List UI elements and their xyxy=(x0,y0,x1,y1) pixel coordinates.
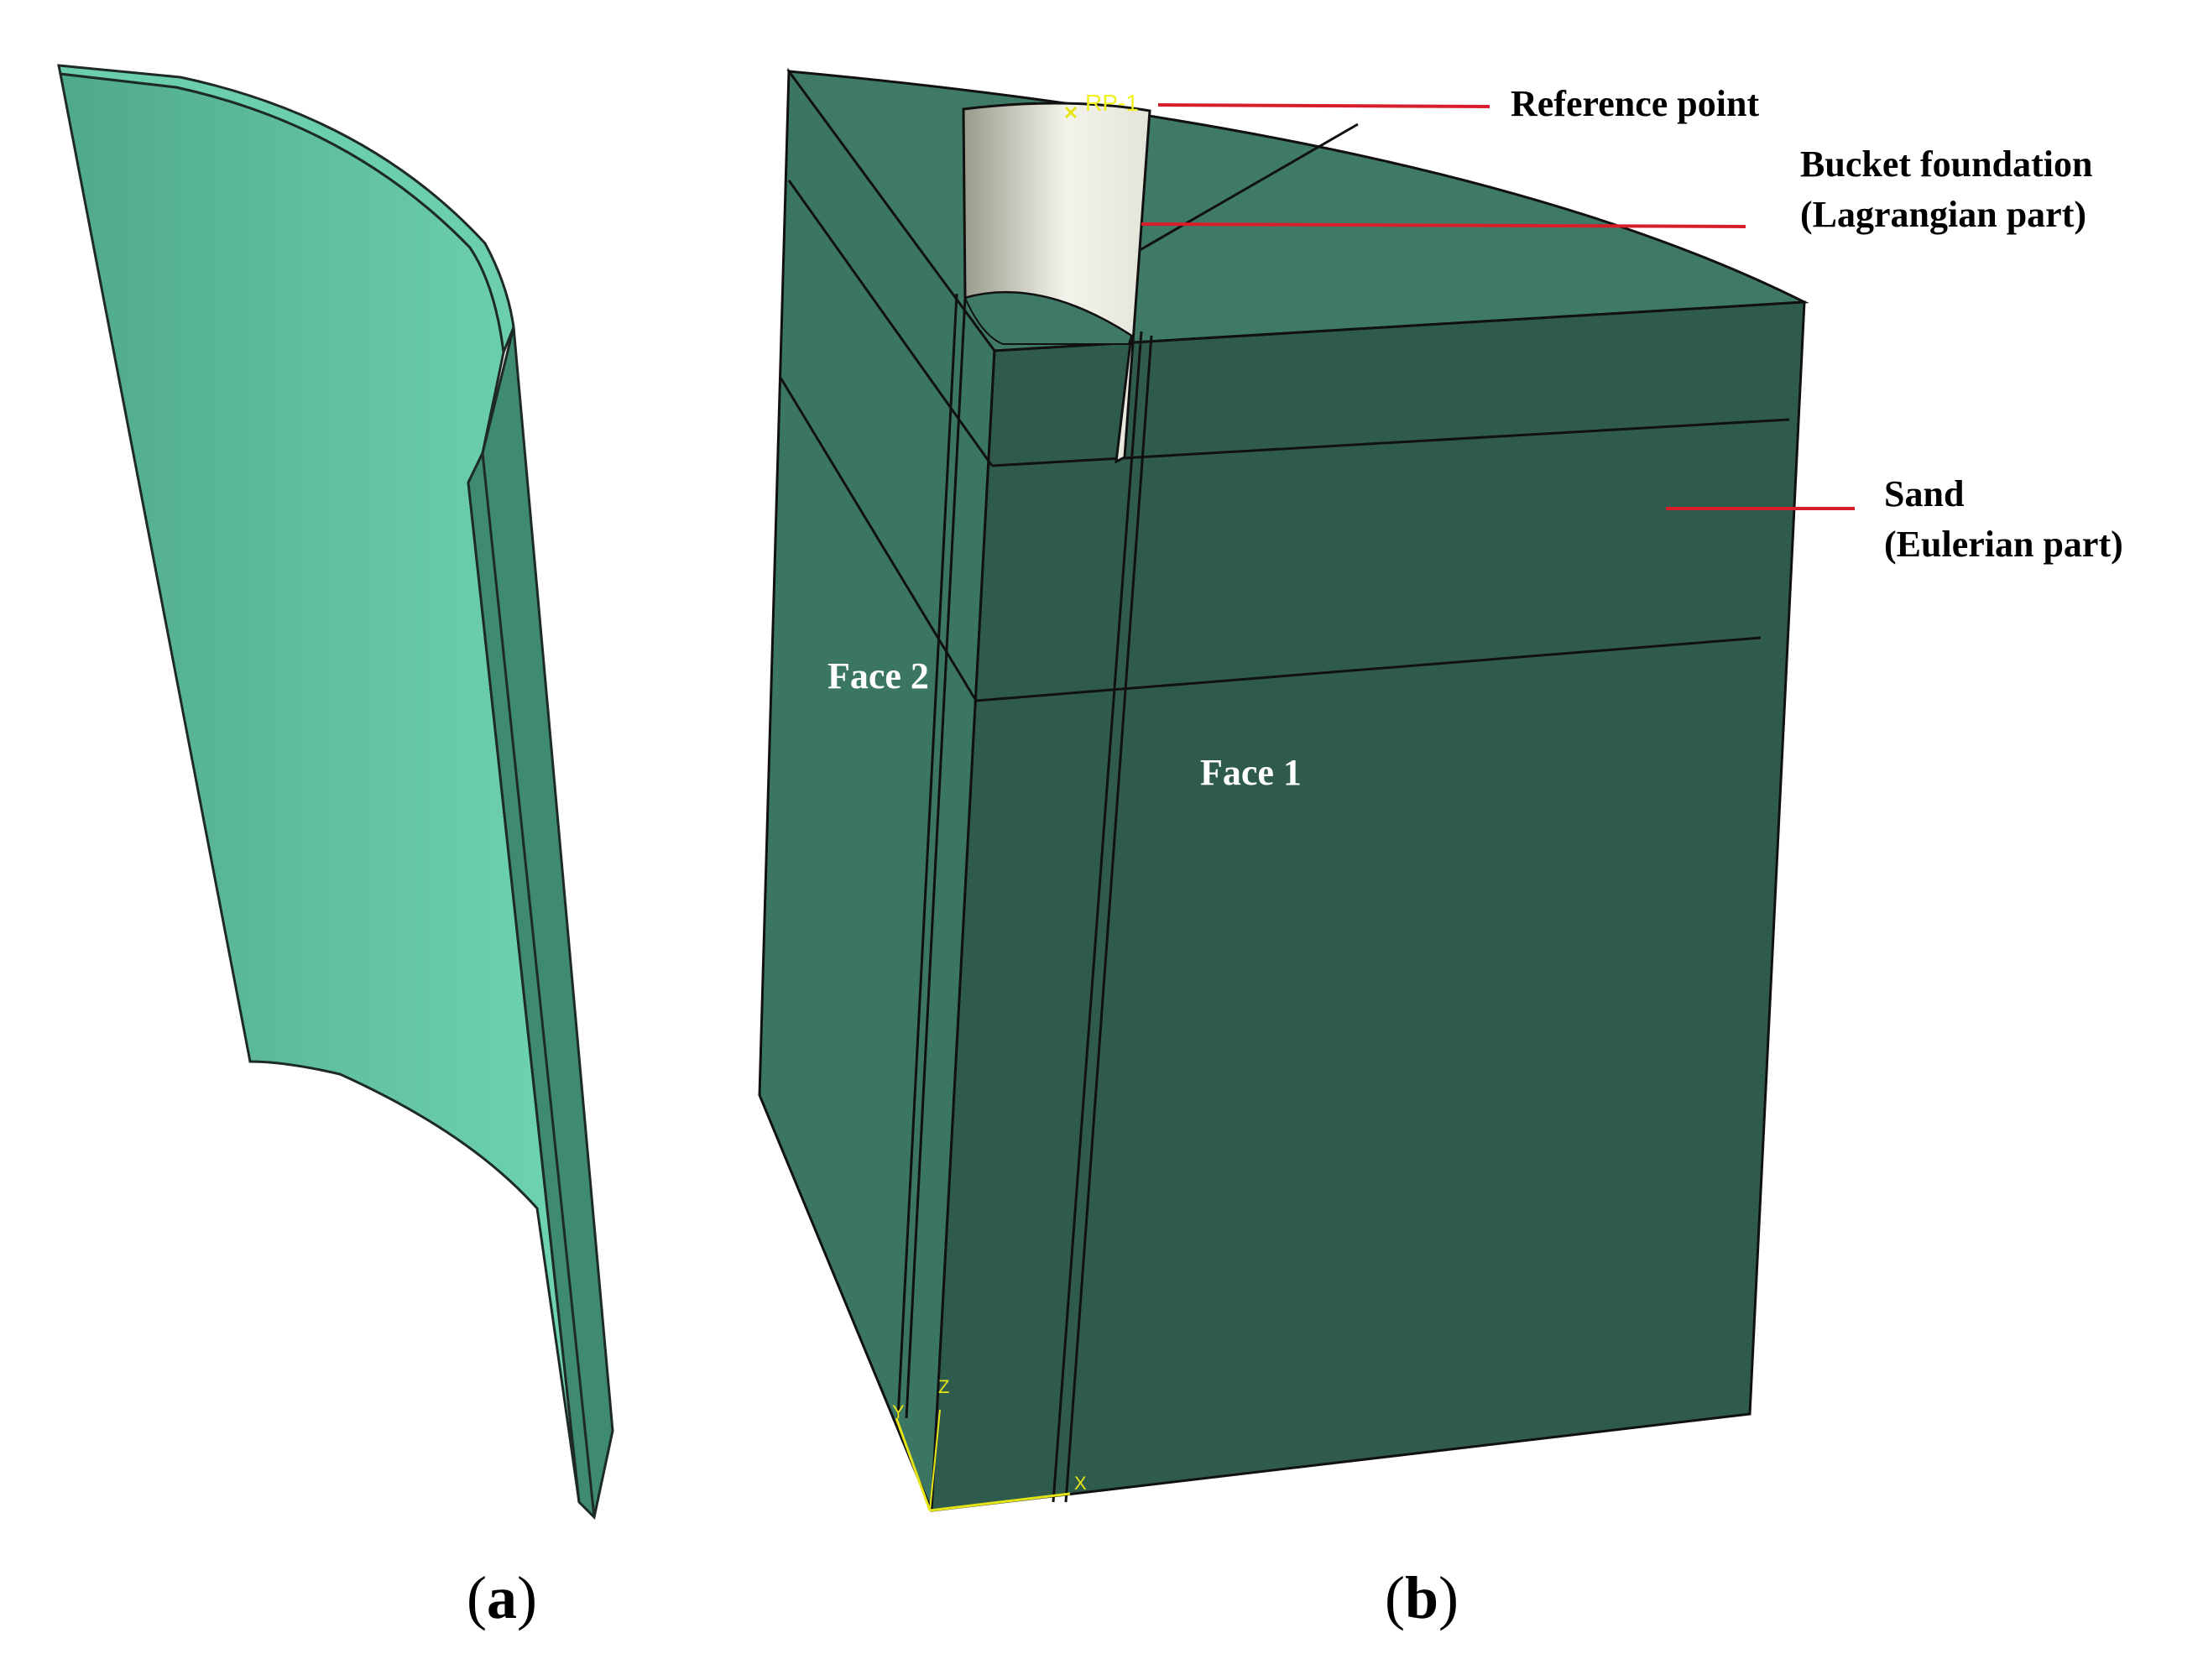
caption-b-letter: b xyxy=(1405,1564,1438,1631)
coordinate-axes: Y Z X xyxy=(892,1376,1087,1512)
annotation-sand-line1: Sand xyxy=(1884,473,1964,514)
bucket-inner-cavity xyxy=(963,291,1133,345)
sand-face-1 xyxy=(930,300,1806,1512)
leader-bucket xyxy=(1141,222,1746,228)
panel-b-sand-block xyxy=(758,67,1809,1512)
caption-b: (b) xyxy=(1385,1564,1459,1631)
axis-x-label: X xyxy=(1074,1473,1087,1494)
caption-a-letter: a xyxy=(487,1564,517,1631)
annotation-bucket-line2: (Lagrangian part) xyxy=(1800,194,2086,235)
axis-y-label: Y xyxy=(892,1401,905,1422)
leader-lines xyxy=(1141,103,1855,510)
annotation-sand-line2: (Eulerian part) xyxy=(1884,524,2123,565)
axis-z-label: Z xyxy=(938,1376,949,1397)
panel-a-bucket-shell xyxy=(57,64,614,1521)
face-2-label: Face 2 xyxy=(827,655,929,697)
rp-label: RP-1 xyxy=(1085,90,1139,116)
annotation-reference-point: Reference point xyxy=(1511,83,1759,124)
leader-reference-point xyxy=(1157,103,1490,108)
reference-point-marker: RP-1 xyxy=(1064,90,1139,119)
face-1-label: Face 1 xyxy=(1200,752,1302,793)
caption-a: (a) xyxy=(467,1564,537,1631)
bucket-top-rim xyxy=(57,64,515,353)
annotation-bucket-line1: Bucket foundation xyxy=(1800,143,2092,185)
